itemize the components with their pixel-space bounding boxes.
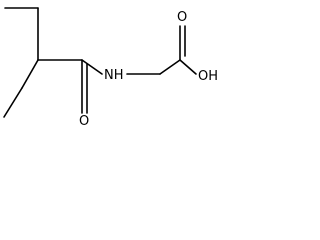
nitrogen-label: NH bbox=[104, 68, 124, 83]
acid-carbonyl-oxygen-label: O bbox=[177, 10, 187, 25]
bond-carbonyl-to-nitrogen bbox=[81, 59, 103, 75]
molecule-structure: NH O O OH bbox=[3, 7, 218, 129]
bond-acid-carbon-to-hydroxyl bbox=[179, 59, 197, 75]
bond-ethyl-bottom-ch-ch2 bbox=[21, 59, 39, 89]
hydroxyl-label: OH bbox=[198, 69, 218, 84]
bond-ch2-to-acid-carbon bbox=[159, 59, 181, 75]
bond-ethyl-bottom-ch2-ch3 bbox=[3, 87, 23, 118]
amide-oxygen-label: O bbox=[79, 114, 89, 129]
